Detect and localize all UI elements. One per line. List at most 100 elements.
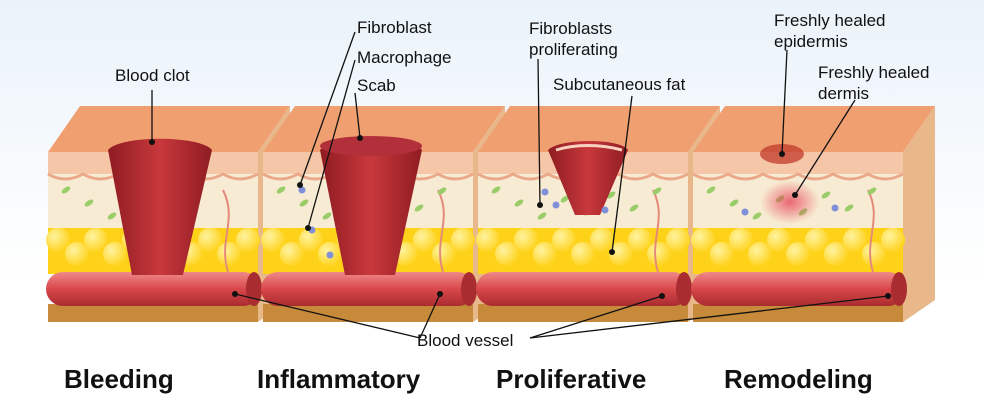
fibroblast-cell — [729, 199, 739, 207]
shrinking-scab — [548, 141, 628, 215]
label-blood-clot: Blood clot — [115, 66, 190, 85]
callout-scab-dot — [357, 135, 363, 141]
label-fibroblast: Fibroblast — [357, 18, 432, 37]
label-subcutaneous-fat: Subcutaneous fat — [553, 75, 686, 94]
label-healed-epidermis-line2: epidermis — [774, 32, 848, 51]
label-healed-dermis-line2: dermis — [818, 84, 870, 103]
callout-healed-dermis-dot — [792, 192, 798, 198]
fat-cell — [767, 228, 791, 252]
fat-cell — [666, 228, 690, 252]
capillary — [437, 189, 445, 273]
fibroblast-cell — [844, 204, 854, 212]
fat-cell — [805, 228, 829, 252]
macrophage-cell — [741, 208, 749, 216]
callout-blood-vessel-1 — [234, 293, 421, 339]
fat-cell — [413, 228, 437, 252]
fat-cell — [710, 242, 734, 266]
fat-cell — [217, 242, 241, 266]
fibroblast-cell — [84, 199, 94, 207]
epidermis-boundary — [692, 172, 904, 181]
capillary — [222, 189, 230, 273]
macrophage-cell — [601, 206, 609, 214]
base-layer — [263, 304, 473, 322]
callout-blood-vessel-3-dot — [659, 293, 665, 299]
blood-vessel-end — [246, 272, 262, 306]
blood-clot — [108, 138, 212, 275]
macrophage-cell — [831, 204, 839, 212]
base-layer — [48, 304, 258, 322]
fibroblast-cell — [414, 204, 424, 212]
callout-fibroblasts-proliferating-dot — [537, 202, 543, 208]
new-epidermis-edge — [555, 144, 623, 152]
fat-cell — [647, 242, 671, 266]
fat-cell — [84, 228, 108, 252]
callout-blood-vessel-4-dot — [885, 293, 891, 299]
fibroblast-cell — [491, 186, 501, 194]
fibroblast-cell — [276, 186, 286, 194]
fat-cell — [65, 242, 89, 266]
fibroblast-cell — [299, 199, 309, 207]
fibroblast-cell — [706, 186, 716, 194]
callout-scab — [354, 92, 361, 139]
label-macrophage: Macrophage — [357, 48, 452, 67]
fat-cell — [299, 228, 323, 252]
fat-cell — [46, 228, 70, 252]
fat-cell — [495, 242, 519, 266]
label-healed-dermis-line1: Freshly healed — [818, 63, 930, 82]
fat-cell — [476, 228, 500, 252]
label-fibroblasts-proliferating-line1: Fibroblasts — [529, 19, 613, 38]
epidermis-surface — [263, 106, 505, 152]
callout-macrophage-dot — [305, 225, 311, 231]
scab-clot — [320, 138, 422, 275]
callout-subcutaneous-fat — [611, 95, 633, 253]
fibroblast-cell — [437, 187, 447, 195]
fibroblast-cell — [560, 195, 570, 203]
blood-vessel — [691, 272, 905, 306]
callout-blood-vessel-4 — [529, 295, 889, 339]
fat-cell — [103, 242, 127, 266]
scab-top — [320, 136, 422, 156]
fibroblast-cell — [629, 204, 639, 212]
fat-cell — [628, 228, 652, 252]
fat-cell — [881, 228, 905, 252]
fat-cell — [862, 242, 886, 266]
macrophage-cell — [552, 201, 560, 209]
stage-title-inflammatory: Inflammatory — [257, 364, 421, 394]
blood-vessel — [261, 272, 475, 306]
fat-cell — [691, 228, 715, 252]
blood-vessel-end — [891, 272, 907, 306]
block-side-face — [903, 106, 935, 322]
fibroblast-cell — [537, 212, 547, 220]
callout-fibroblast-dot — [297, 182, 303, 188]
fat-cell — [198, 228, 222, 252]
fat-cell — [451, 228, 475, 252]
fibroblast-cell — [61, 186, 71, 194]
callout-fibroblasts-proliferating — [537, 58, 541, 206]
label-healed-epidermis-line1: Freshly healed — [774, 11, 886, 30]
skin-block-4 — [691, 106, 935, 322]
stage-title-proliferative: Proliferative — [496, 364, 647, 394]
callout-healed-dermis — [794, 99, 856, 196]
callout-fibroblast — [299, 31, 356, 186]
capillary — [652, 189, 660, 273]
fat-cell — [280, 242, 304, 266]
base-layer — [478, 304, 688, 322]
callout-macrophage — [307, 59, 356, 229]
callout-healed-epidermis — [781, 49, 788, 155]
stage-title-bleeding: Bleeding — [64, 364, 174, 394]
callout-blood-vessel-1-dot — [232, 291, 238, 297]
fat-cell — [748, 242, 772, 266]
blood-vessel — [476, 272, 690, 306]
fat-cell — [432, 242, 456, 266]
fibroblast-cell — [652, 187, 662, 195]
callout-blood-vessel-3 — [529, 295, 663, 339]
fat-cell — [571, 242, 595, 266]
fibroblast-cell — [322, 212, 332, 220]
healed-dermis-spot — [760, 180, 820, 224]
epidermis-surface — [48, 106, 290, 152]
fat-cell — [236, 228, 260, 252]
macrophage-cell — [541, 188, 549, 196]
fibroblast-cell — [867, 187, 877, 195]
